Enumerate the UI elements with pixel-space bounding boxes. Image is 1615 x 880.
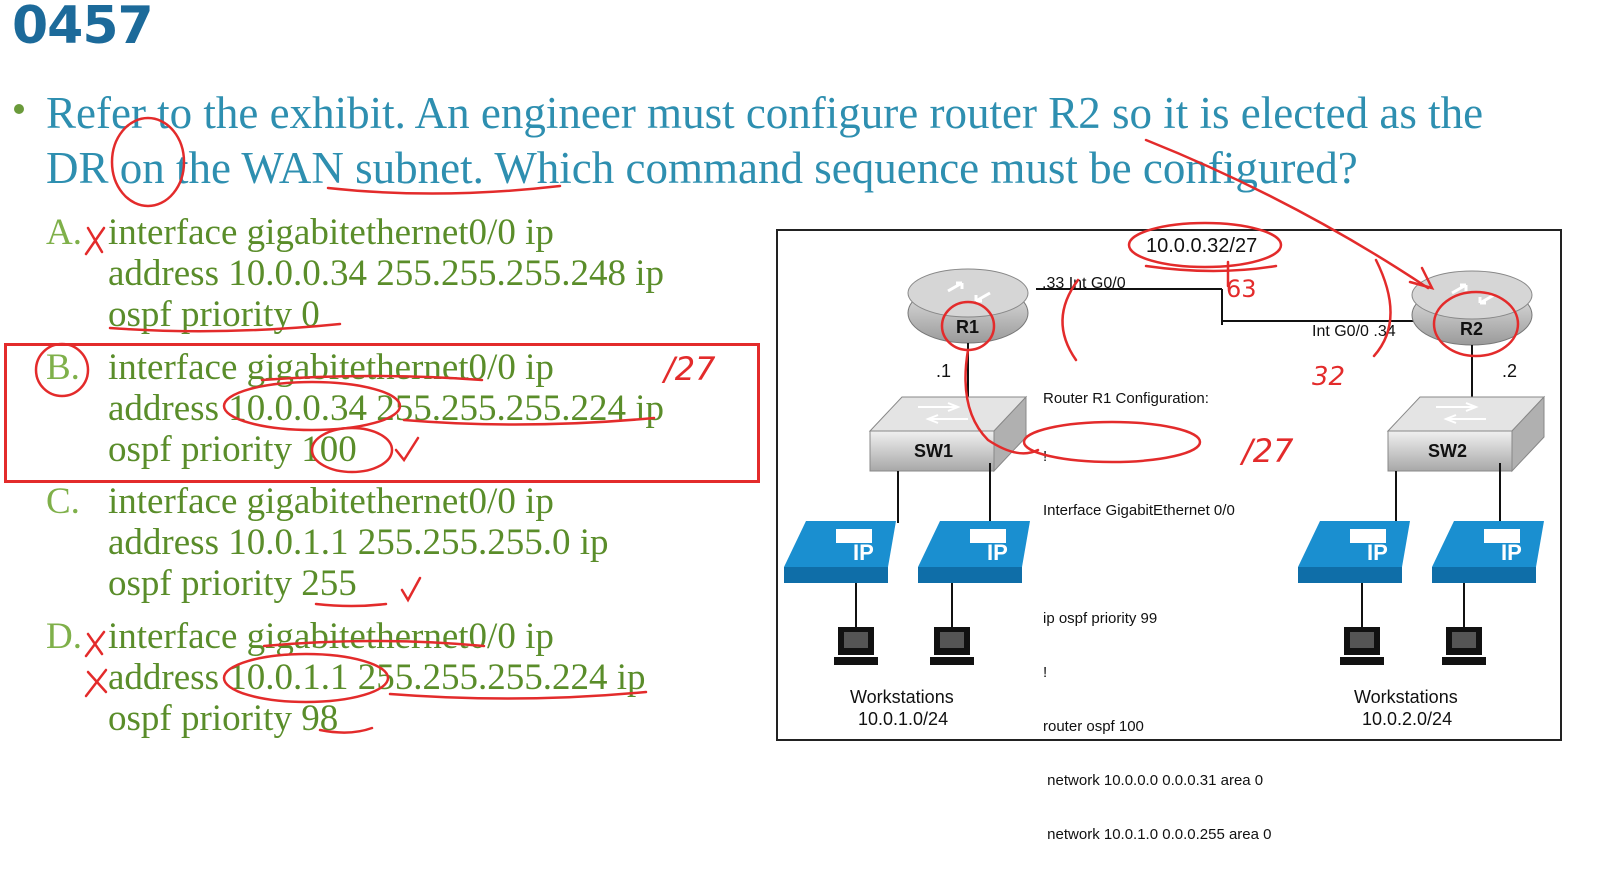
workstations-2-title: Workstations bbox=[1354, 687, 1458, 707]
option-letter: A. bbox=[46, 212, 82, 253]
question-number: 0457 bbox=[12, 0, 154, 56]
option-line3: ospf priority 98 bbox=[108, 698, 339, 739]
r1-port-label: .33 Int G0/0 bbox=[1042, 275, 1126, 292]
workstation-icon bbox=[1340, 627, 1384, 665]
annotation-32: 32 bbox=[1312, 362, 1346, 392]
underline-priority-255-mark bbox=[314, 602, 388, 608]
r1-lan-ip: .1 bbox=[936, 361, 952, 381]
config-line: ! bbox=[1043, 448, 1048, 465]
ip-phone-icon bbox=[1298, 521, 1410, 583]
sw1-label: SW1 bbox=[914, 441, 954, 461]
phone-ip-label: IP bbox=[853, 540, 874, 565]
bullet-point bbox=[14, 104, 24, 114]
ip-phone-icon bbox=[918, 521, 1030, 583]
config-line: ip ospf priority 99 bbox=[1043, 610, 1158, 627]
config-line: Interface GigabitEthernet 0/0 bbox=[1043, 502, 1235, 519]
config-line: network 10.0.1.0 0.0.0.255 area 0 bbox=[1043, 826, 1272, 843]
r1-config: Router R1 Configuration: ! Interface Gig… bbox=[1043, 354, 1272, 880]
option-letter: C. bbox=[46, 481, 80, 522]
phone-ip-label: IP bbox=[1367, 540, 1388, 565]
r2-label: R2 bbox=[1460, 319, 1484, 339]
option-line2: address 10.0.0.34 255.255.255.248 ip bbox=[108, 253, 664, 294]
network-exhibit: 10.0.0.32/27 .33 Int G0/0 Int G0/0 .34 R… bbox=[776, 229, 1562, 843]
option-line1: interface gigabitethernet0/0 ip bbox=[108, 616, 554, 657]
ip-phone-icon bbox=[1432, 521, 1544, 583]
switch-sw2-icon bbox=[1386, 395, 1546, 473]
option-line3: ospf priority 0 bbox=[108, 294, 320, 335]
question-text: Refer to the exhibit. An engineer must c… bbox=[46, 88, 1484, 193]
wan-subnet-label: 10.0.0.32/27 bbox=[1146, 235, 1258, 257]
config-line: network 10.0.0.0 0.0.0.31 area 0 bbox=[1043, 772, 1264, 789]
option-line3: ospf priority 255 bbox=[108, 563, 357, 604]
config-line: Router R1 Configuration: bbox=[1043, 390, 1209, 407]
option-line1: interface gigabitethernet0/0 ip bbox=[108, 481, 554, 522]
r2-port-label: Int G0/0 .34 bbox=[1312, 323, 1396, 340]
option-line1: interface gigabitethernet0/0 ip bbox=[108, 212, 554, 253]
workstations-2-subnet: 10.0.2.0/24 bbox=[1362, 709, 1453, 729]
option-line2: address 10.0.1.1 255.255.255.0 ip bbox=[108, 522, 609, 563]
annotation-mask-27: /27 bbox=[1242, 432, 1294, 470]
option-letter: D. bbox=[46, 616, 82, 657]
config-line: ! bbox=[1043, 664, 1048, 681]
option-line2: address 10.0.1.1 255.255.255.224 ip bbox=[108, 657, 646, 698]
workstation-icon bbox=[930, 627, 974, 665]
phone-ip-label: IP bbox=[987, 540, 1008, 565]
answer-highlight-box bbox=[4, 343, 760, 483]
sw2-label: SW2 bbox=[1428, 441, 1468, 461]
annotation-63: 63 bbox=[1226, 275, 1257, 303]
annotation-mask-27: /27 bbox=[664, 350, 716, 388]
config-line: router ospf 100 bbox=[1043, 718, 1144, 735]
r2-lan-ip: .2 bbox=[1502, 361, 1518, 381]
router-r1-icon bbox=[907, 268, 1029, 344]
phone-ip-label: IP bbox=[1501, 540, 1522, 565]
ip-phone-icon bbox=[784, 521, 896, 583]
option-d[interactable]: D. interface gigabitethernet0/0 ip addres… bbox=[46, 616, 646, 739]
r1-label: R1 bbox=[956, 317, 980, 337]
workstations-1-subnet: 10.0.1.0/24 bbox=[858, 709, 949, 729]
workstation-icon bbox=[834, 627, 878, 665]
option-c[interactable]: C. interface gigabitethernet0/0 ip addres… bbox=[46, 481, 609, 604]
option-a[interactable]: A. interface gigabitethernet0/0 ip addres… bbox=[46, 212, 664, 335]
workstation-icon bbox=[1442, 627, 1486, 665]
workstations-1-title: Workstations bbox=[850, 687, 954, 707]
